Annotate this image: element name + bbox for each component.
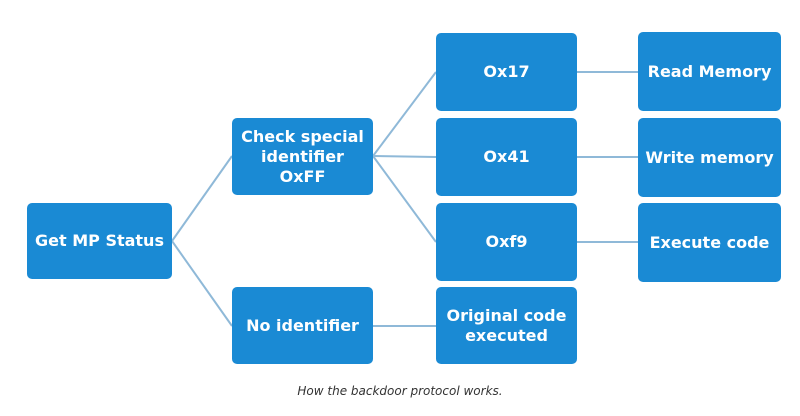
node-get-mp-status: Get MP Status (27, 203, 172, 279)
connector-check-to-0x41 (372, 155, 437, 158)
node-op-0x17: Ox17 (436, 33, 577, 111)
node-op-0x41: Ox41 (436, 118, 577, 196)
node-original-code-executed: Original code executed (436, 287, 577, 364)
node-check-special-identifier: Check special identifier OxFF (232, 118, 373, 195)
node-read-memory: Read Memory (638, 32, 781, 111)
node-no-identifier: No identifier (232, 287, 373, 364)
figure-caption: How the backdoor protocol works. (297, 384, 503, 398)
node-execute-code: Execute code (638, 203, 781, 282)
connector-check-to-0xf9 (372, 155, 437, 243)
node-op-0xf9: Oxf9 (436, 203, 577, 281)
connector-check-to-0x17 (372, 71, 437, 157)
node-write-memory: Write memory (638, 118, 781, 197)
connector-get-mp-to-no-identifier (171, 240, 233, 327)
connector-get-mp-to-check (171, 155, 233, 242)
